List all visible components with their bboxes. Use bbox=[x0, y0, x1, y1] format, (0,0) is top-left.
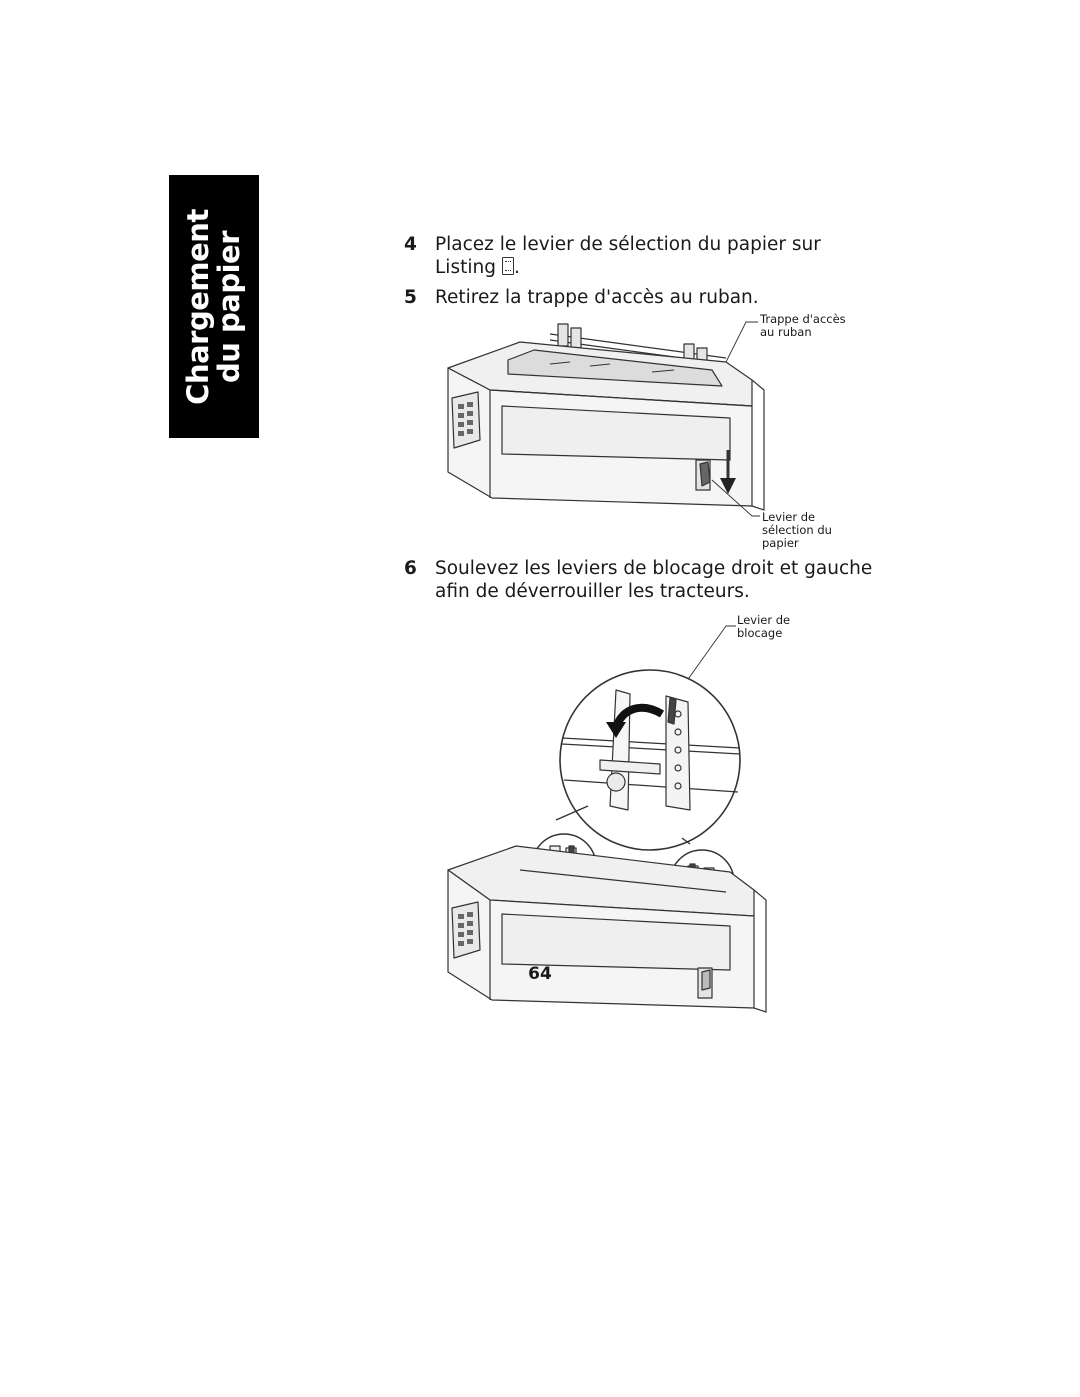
listing-paper-icon bbox=[501, 257, 514, 275]
step-text: Placez le levier de sélection du papier … bbox=[435, 234, 821, 278]
callout-selection-lever: Levier de sélection du papier bbox=[762, 510, 832, 550]
step-number: 6 bbox=[404, 558, 417, 579]
section-tab: Chargement du papier bbox=[169, 175, 259, 438]
section-tab-title: Chargement du papier bbox=[181, 208, 246, 405]
callout-lock-lever: Levier de blocage bbox=[737, 613, 791, 640]
printer-illustration-bottom bbox=[447, 625, 767, 1013]
step-number: 5 bbox=[404, 287, 417, 308]
step-text: Retirez la trappe d'accès au ruban. bbox=[435, 287, 759, 308]
step-number: 4 bbox=[404, 234, 417, 255]
step-text: Soulevez les leviers de blocage droit et… bbox=[435, 558, 873, 602]
page-number: 64 bbox=[528, 964, 552, 984]
callout-ribbon-door: Trappe d'accès au ruban bbox=[760, 312, 846, 339]
printer-illustration-top bbox=[447, 321, 765, 517]
